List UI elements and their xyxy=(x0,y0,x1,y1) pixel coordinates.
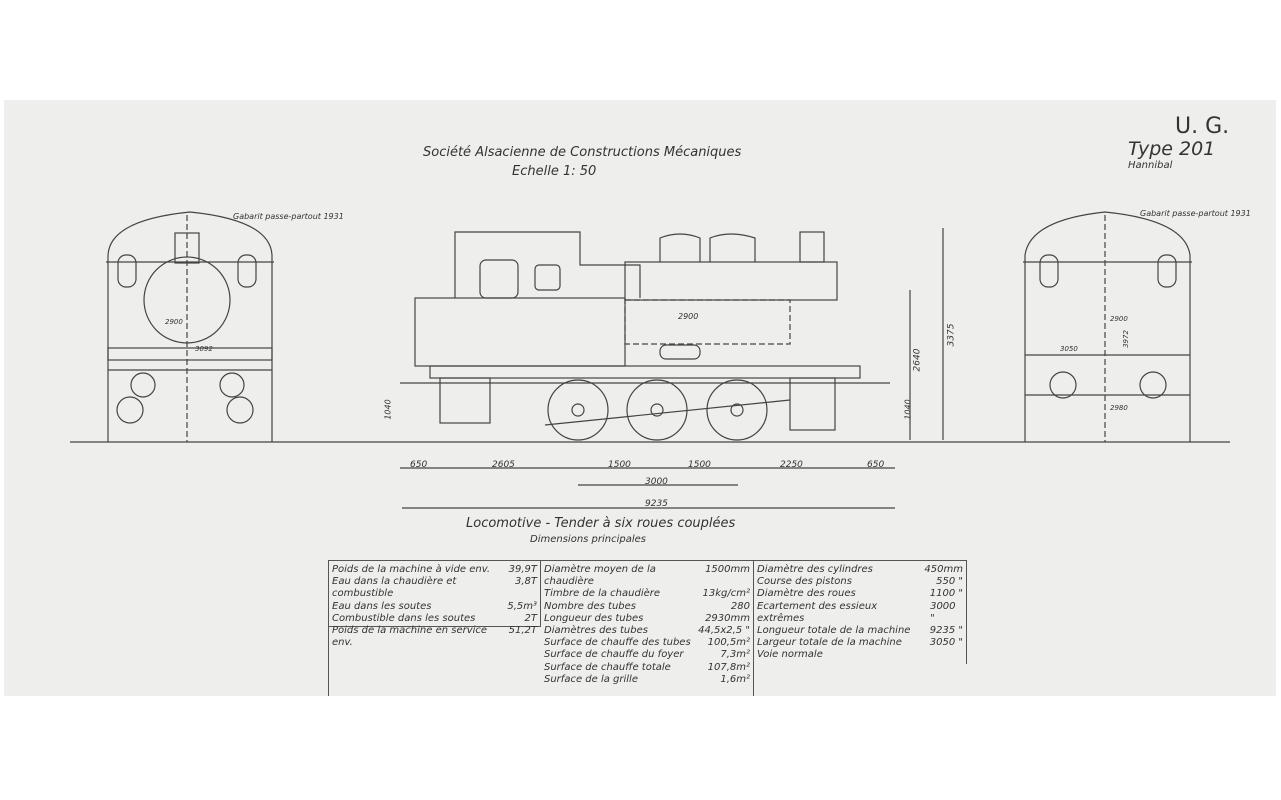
dim-650-front: 650 xyxy=(410,460,428,470)
side-view xyxy=(400,228,944,509)
spec-row: Voie normale xyxy=(757,649,823,661)
dim-1040-rear: 1040 xyxy=(903,399,913,420)
gauge-label-right: Gabarit passe-partout 1931 xyxy=(1140,209,1251,218)
caption-title: Locomotive - Tender à six roues couplées xyxy=(466,516,736,531)
spec-column-weights: Poids de la machine à vide env.39,9T Eau… xyxy=(329,561,541,648)
scale-label: Echelle 1: 50 xyxy=(512,164,597,179)
rear-dim-2980: 2980 xyxy=(1110,404,1128,412)
rear-dim-3972: 3972 xyxy=(1121,330,1130,348)
dim-1500-a: 1500 xyxy=(608,460,631,470)
front-view xyxy=(106,211,274,442)
dim-2640: 2640 xyxy=(912,348,923,372)
spec-row: Poids de la machine à vide env.39,9T xyxy=(332,564,537,575)
dim-3375: 3375 xyxy=(946,323,957,347)
engine-name: Hannibal xyxy=(1128,160,1173,171)
front-dim-2900: 2900 xyxy=(165,318,183,326)
dim-1500-b: 1500 xyxy=(688,460,711,470)
dim-boiler: 2900 xyxy=(678,312,699,321)
dim-2605: 2605 xyxy=(492,460,515,470)
rear-dim-3050: 3050 xyxy=(1060,345,1078,353)
dim-1040-front: 1040 xyxy=(383,399,393,420)
code-label: U. G. xyxy=(1175,114,1230,139)
type-label: Type 201 xyxy=(1128,138,1216,160)
dim-650-rear: 650 xyxy=(867,460,885,470)
dim-2250: 2250 xyxy=(780,460,803,470)
specifications-table: Poids de la machine à vide env.39,9T Eau… xyxy=(328,560,967,696)
dim-total-length: 9235 xyxy=(645,499,668,509)
rear-dim-2900: 2900 xyxy=(1110,315,1128,323)
company-name: Société Alsacienne de Constructions Méca… xyxy=(423,145,742,160)
gauge-label-left: Gabarit passe-partout 1931 xyxy=(233,212,344,221)
caption-subtitle: Dimensions principales xyxy=(530,534,647,545)
spec-row: Poids de la machine en service env.51,2T xyxy=(332,625,537,649)
dim-wheelbase: 3000 xyxy=(645,477,668,487)
rear-view xyxy=(1023,211,1192,442)
front-dim-3092: 3092 xyxy=(195,345,213,353)
